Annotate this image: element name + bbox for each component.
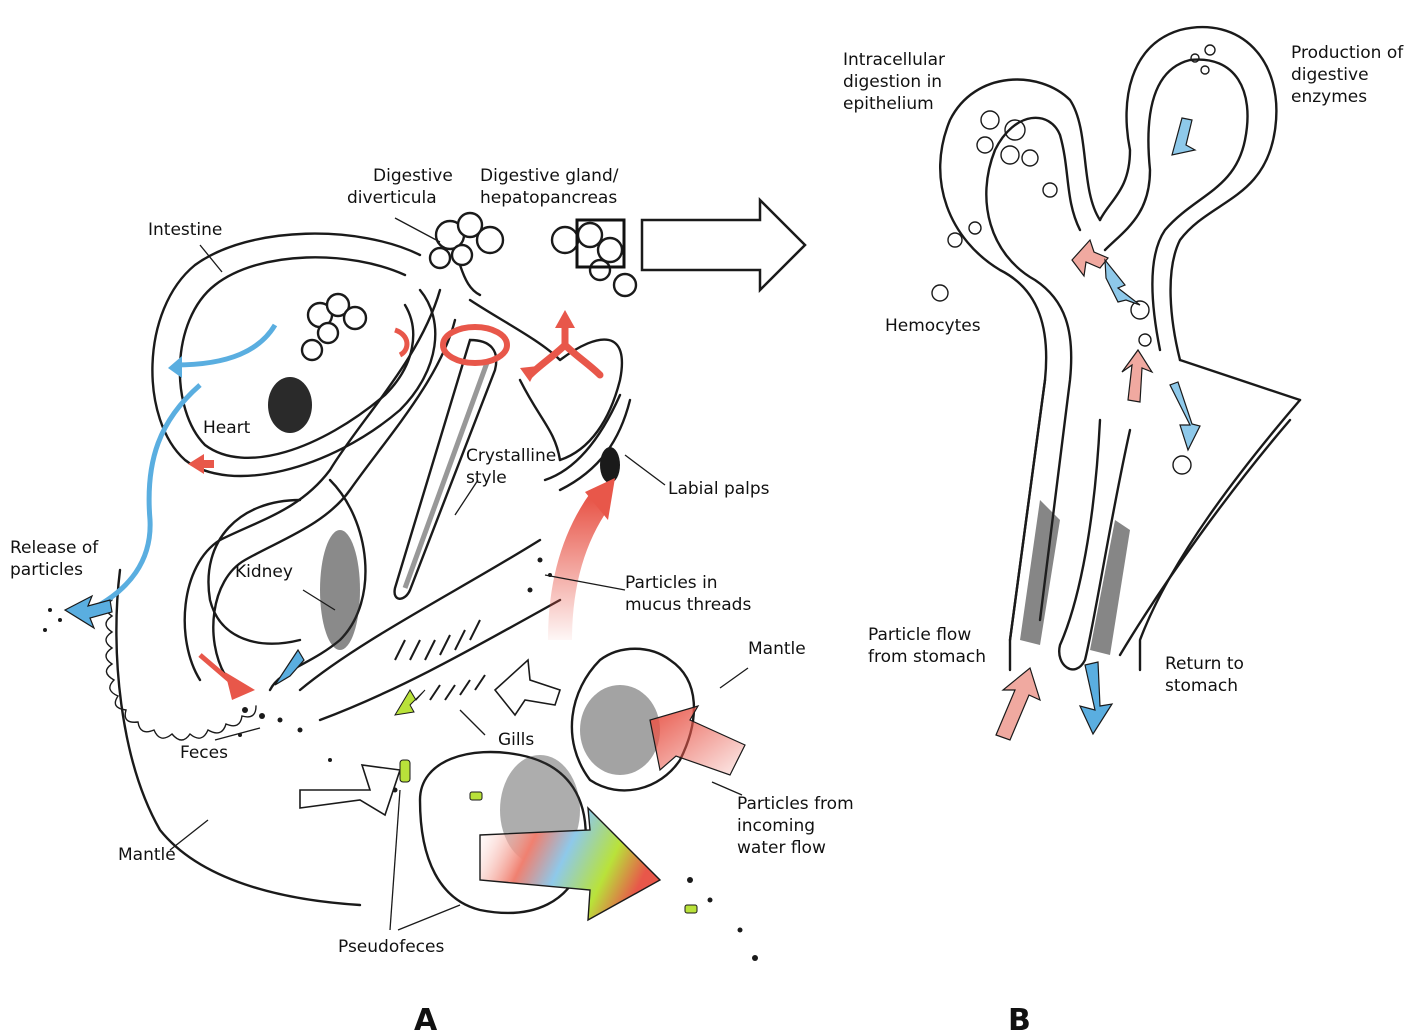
incoming-water-arrow <box>650 706 745 775</box>
label-particles-incoming-1: Particles from <box>737 794 854 814</box>
blue-kidney-arrow <box>275 650 304 685</box>
heart-shape <box>268 377 312 433</box>
duct-outer-right <box>1180 360 1300 400</box>
pink-arrow-inflow <box>996 668 1040 740</box>
red-palps-arrow <box>560 478 615 640</box>
label-digestive-gland-1: Digestive gland/ <box>480 166 619 186</box>
feces-outline-arrow <box>300 765 400 815</box>
duct-right-wall-inner <box>1120 420 1290 655</box>
label-digestive-diverticula-2: diverticula <box>347 188 437 208</box>
label-digestive-diverticula-1: Digestive <box>373 166 453 186</box>
label-gills: Gills <box>498 730 534 750</box>
label-production-3: enzymes <box>1291 87 1367 107</box>
panel-b: Intracellular digestion in epithelium Pr… <box>843 27 1404 1033</box>
hemocyte-shapes <box>932 222 981 301</box>
pink-arrow-up-1 <box>1072 240 1108 276</box>
label-digestive-gland-2: hepatopancreas <box>480 188 617 208</box>
mantle-blob-stipple <box>580 685 660 775</box>
blue-arrow-return <box>1080 662 1112 734</box>
kidney-stipple <box>320 530 360 650</box>
panel-a: Intestine Digestive diverticula Digestiv… <box>10 166 854 1033</box>
red-curl-arrow <box>395 330 407 355</box>
label-particles-mucus-2: mucus threads <box>625 595 751 615</box>
tubule-left-outer <box>940 80 1100 640</box>
panel-letter-b: B <box>1008 1003 1031 1033</box>
label-intracellular-1: Intracellular <box>843 50 945 70</box>
label-intestine: Intestine <box>148 220 222 240</box>
label-intracellular-2: digestion in <box>843 72 942 92</box>
zoom-arrow <box>642 200 805 290</box>
tubule-left-inner <box>986 118 1080 620</box>
label-feces: Feces <box>180 743 228 763</box>
duct-stipple-right <box>1090 520 1130 655</box>
red-feces-arrow <box>200 655 255 700</box>
label-intracellular-3: epithelium <box>843 94 934 114</box>
label-particles-incoming-3: water flow <box>737 838 826 858</box>
label-crystalline-style-2: style <box>466 468 507 488</box>
label-crystalline-style-1: Crystalline <box>466 446 556 466</box>
diverticula-upper <box>302 294 366 360</box>
label-mantle-left: Mantle <box>118 845 176 865</box>
duct-right-wall <box>1140 400 1300 670</box>
label-release-1: Release of <box>10 538 99 558</box>
label-release-2: particles <box>10 560 83 580</box>
label-particle-flow-1: Particle flow <box>868 625 971 645</box>
blue-arrow-down-2 <box>1170 382 1200 450</box>
pink-arrow-up-2 <box>1122 350 1152 402</box>
label-labial-palps: Labial palps <box>668 479 770 499</box>
green-gill-arrow <box>395 690 425 715</box>
label-kidney: Kidney <box>235 562 293 582</box>
label-return-1: Return to <box>1165 654 1244 674</box>
red-y-arrow <box>520 310 600 382</box>
label-heart: Heart <box>203 418 251 438</box>
label-pseudofeces: Pseudofeces <box>338 937 444 957</box>
blue-arrow-enzymes <box>1172 118 1195 155</box>
label-mantle-right: Mantle <box>748 639 806 659</box>
label-particles-mucus-1: Particles in <box>625 573 718 593</box>
label-particles-incoming-2: incoming <box>737 816 815 836</box>
label-production-2: digestive <box>1291 65 1369 85</box>
panel-letter-a: A <box>414 1003 438 1033</box>
diverticula-left <box>430 213 503 295</box>
label-particle-flow-2: from stomach <box>868 647 986 667</box>
mantle-fringe-left <box>106 600 256 740</box>
labial-palps-dark <box>600 447 620 483</box>
gill-outline-arrow <box>495 660 560 715</box>
label-return-2: stomach <box>1165 676 1238 696</box>
release-arrow <box>65 596 112 628</box>
gills <box>395 620 485 700</box>
blue-arrow-down-1 <box>1105 260 1140 305</box>
label-hemocytes: Hemocytes <box>885 316 981 336</box>
tubule-right-outer <box>1100 27 1276 360</box>
label-production-1: Production of <box>1291 43 1404 63</box>
stomach-outline <box>470 300 622 460</box>
particles <box>43 558 758 962</box>
